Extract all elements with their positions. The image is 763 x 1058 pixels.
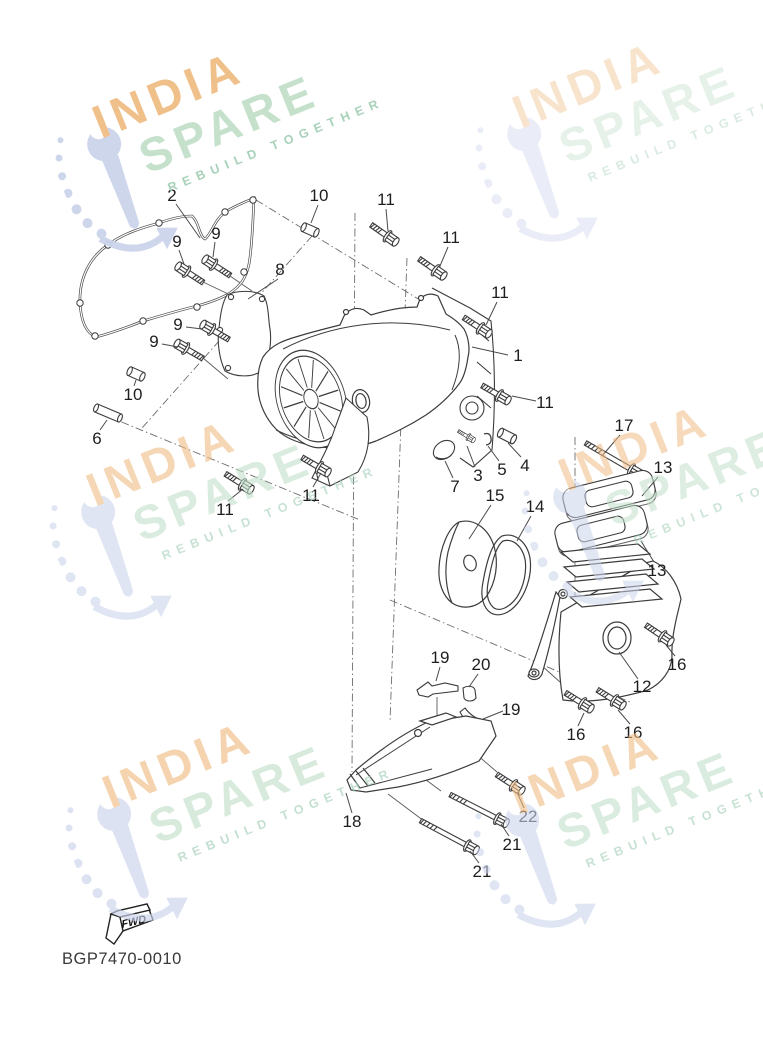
plug-4 bbox=[495, 426, 519, 446]
clip-20 bbox=[462, 685, 477, 702]
bolt-9b bbox=[198, 251, 235, 282]
clip-5 bbox=[483, 432, 492, 446]
collar-10b bbox=[125, 365, 147, 383]
kick-strip-19a bbox=[416, 681, 459, 698]
air-duct-12 bbox=[527, 543, 682, 702]
duct-intake-fins bbox=[559, 543, 664, 608]
bolt-21a bbox=[446, 788, 512, 831]
under-cover-18 bbox=[346, 712, 497, 793]
dowel-6 bbox=[92, 402, 124, 424]
bolt-9a bbox=[171, 258, 208, 289]
bolt-11b bbox=[414, 252, 451, 284]
fan-impeller-icon bbox=[274, 349, 348, 449]
fwd-indicator: FWD bbox=[105, 903, 154, 945]
seal-cap-7 bbox=[432, 439, 456, 461]
leader-lines bbox=[99, 203, 676, 864]
bolt-11a bbox=[366, 218, 403, 250]
collar-10a bbox=[299, 221, 321, 239]
construction-lines bbox=[106, 199, 631, 773]
bolt-21b bbox=[417, 814, 482, 858]
bolt-9d bbox=[171, 336, 207, 365]
diagram-code: BGP7470-0010 bbox=[62, 950, 182, 968]
gasket-ring-14 bbox=[481, 534, 532, 616]
bolt-22 bbox=[492, 768, 529, 799]
